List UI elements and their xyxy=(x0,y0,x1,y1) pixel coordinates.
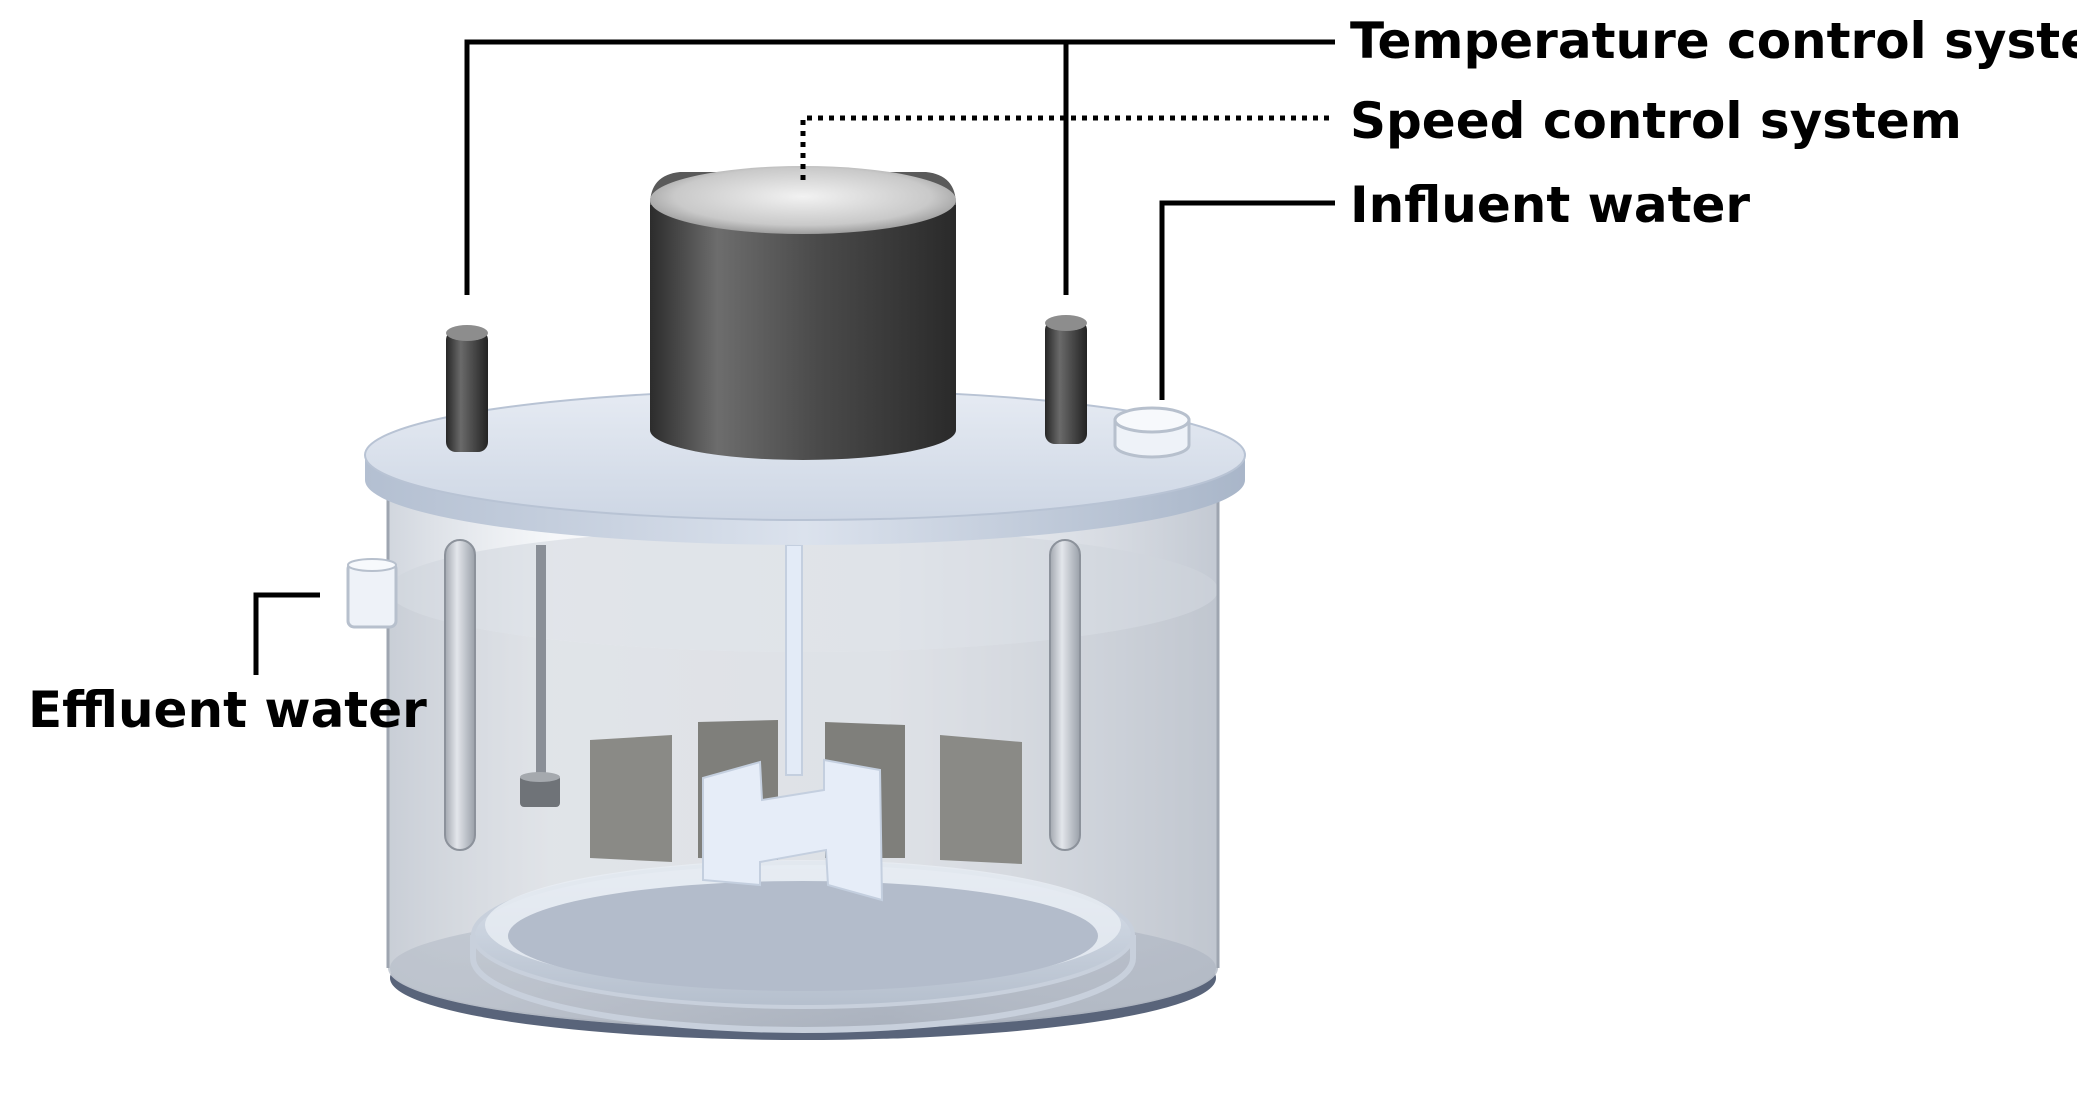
label-temperature-control: Temperature control system xyxy=(1350,12,2077,70)
temperature-leader-left xyxy=(464,39,1335,295)
outlet-fitting-icon xyxy=(346,558,398,629)
stirring-paddle-icon xyxy=(702,544,884,902)
temperature-probe-right-tube xyxy=(1049,539,1081,851)
inlet-fitting-icon xyxy=(1113,406,1191,459)
temperature-probe-right xyxy=(1045,315,1087,444)
temperature-probe-left-tube xyxy=(444,539,476,851)
sensor-rod xyxy=(520,545,560,807)
speed-leader xyxy=(800,115,1335,180)
influent-leader xyxy=(1159,200,1335,400)
bottom-dish xyxy=(470,860,1136,1033)
label-influent-water: Influent water xyxy=(1350,176,1751,234)
label-speed-control: Speed control system xyxy=(1350,92,1962,150)
label-effluent-water: Effluent water xyxy=(28,681,427,739)
motor-housing-icon xyxy=(650,166,956,460)
effluent-leader xyxy=(253,592,320,675)
leader-lines xyxy=(253,39,1335,675)
temperature-probe-left xyxy=(446,325,488,452)
